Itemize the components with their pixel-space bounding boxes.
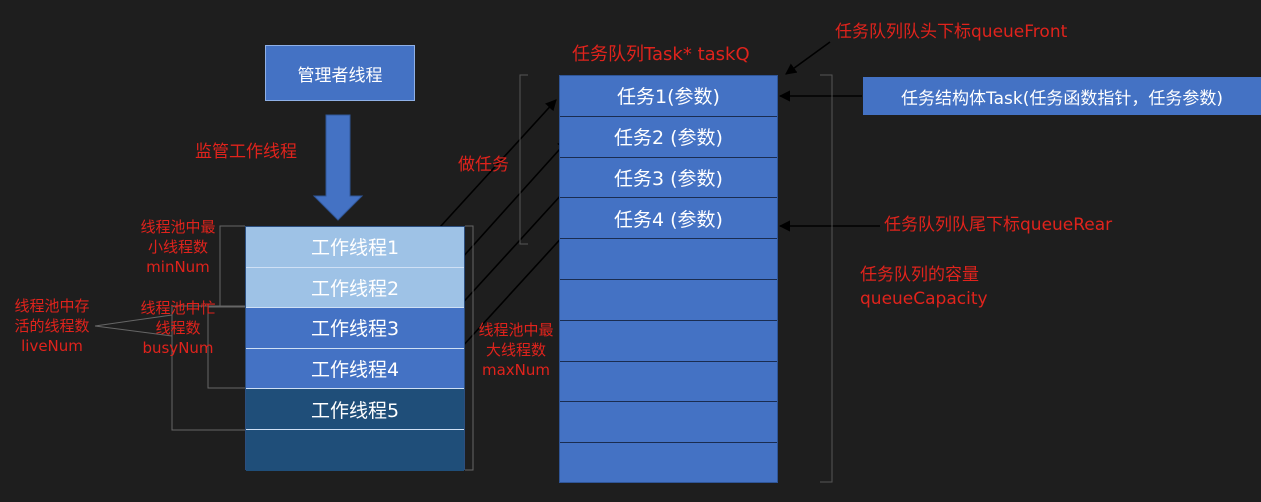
live-num-line3: liveNum (21, 337, 83, 355)
queue-row (560, 362, 777, 403)
monitor-label: 监管工作线程 (195, 142, 297, 162)
worker-row: 工作线程1 (246, 227, 464, 268)
queue-front-arrow (785, 41, 831, 75)
queue-front-label: 任务队列队头下标queueFront (835, 22, 1068, 42)
worker-row: 工作线程3 (246, 308, 464, 349)
manager-thread-label: 管理者线程 (297, 65, 383, 86)
max-bracket (465, 225, 474, 471)
min-num-label: 线程池中最 小线程数 minNum (130, 217, 226, 277)
min-num-line2: 小线程数 (147, 238, 208, 256)
busy-num-line2: 线程数 (155, 319, 201, 337)
live-num-line1: 线程池中存 (14, 297, 90, 315)
task-queue: 任务1(参数) 任务2 (参数) 任务3 (参数) 任务4 (参数) (559, 75, 778, 483)
capacity-bracket (820, 74, 833, 483)
queue-row (560, 402, 777, 444)
do-task-arrow-4 (449, 221, 577, 361)
queue-title: 任务队列Task* taskQ (572, 44, 750, 65)
queue-row (560, 443, 777, 484)
task-struct-label: 任务结构体Task(任务函数指针，任务参数) (901, 88, 1223, 109)
worker-pool: 工作线程1 工作线程2 工作线程3 工作线程4 工作线程5 (245, 226, 465, 471)
queue-row: 任务2 (参数) (560, 117, 777, 158)
queue-row (560, 321, 777, 362)
worker-row: 工作线程2 (246, 267, 464, 309)
queue-row: 任务3 (参数) (560, 158, 777, 199)
min-num-line1: 线程池中最 (140, 218, 216, 236)
queue-row (560, 239, 777, 280)
worker-row (246, 429, 464, 471)
queue-rear-label: 任务队列队尾下标queueRear (884, 215, 1113, 235)
live-pointer-1 (94, 314, 173, 327)
live-bracket (171, 305, 245, 431)
busy-num-line3: busyNum (142, 339, 214, 357)
worker-row: 工作线程4 (246, 348, 464, 390)
live-num-line2: 活的线程数 (14, 317, 90, 335)
min-num-line3: minNum (146, 258, 210, 276)
max-num-line1: 线程池中最 (478, 321, 554, 339)
queue-row: 任务1(参数) (560, 76, 777, 117)
busy-bracket (207, 306, 245, 389)
max-num-line2: 大线程数 (485, 341, 546, 359)
capacity-line2: queueCapacity (860, 289, 988, 309)
capacity-label: 任务队列的容量 queueCapacity (860, 263, 988, 311)
worker-row: 工作线程5 (246, 389, 464, 430)
task-struct-box: 任务结构体Task(任务函数指针，任务参数) (863, 77, 1261, 115)
do-task-arrow-3 (446, 181, 574, 321)
live-num-label: 线程池中存 活的线程数 liveNum (4, 296, 100, 356)
min-bracket (219, 225, 245, 306)
max-num-label: 线程池中最 大线程数 maxNum (468, 320, 564, 380)
busy-num-label: 线程池中忙 线程数 busyNum (130, 298, 226, 358)
down-arrow-icon (312, 114, 364, 221)
do-task-bracket (519, 74, 528, 245)
manager-thread-box: 管理者线程 (265, 45, 415, 101)
do-task-label: 做任务 (458, 155, 509, 175)
busy-num-line1: 线程池中忙 (140, 299, 216, 317)
capacity-line1: 任务队列的容量 (860, 265, 979, 285)
queue-row: 任务4 (参数) (560, 198, 777, 240)
do-task-arrow-1 (429, 99, 557, 239)
max-num-line3: maxNum (481, 361, 551, 379)
live-pointer-2 (94, 325, 173, 337)
queue-row (560, 280, 777, 321)
